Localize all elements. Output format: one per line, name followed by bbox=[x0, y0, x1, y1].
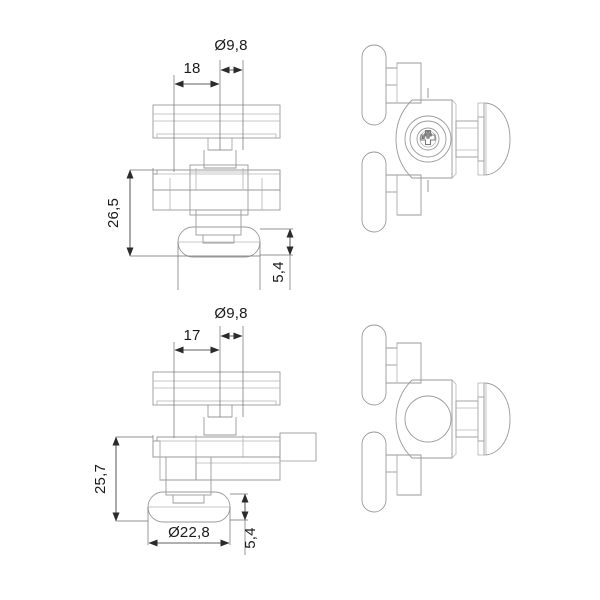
phillips-cross-icon bbox=[420, 129, 436, 146]
view-top-right-front bbox=[361, 44, 511, 233]
knob-head bbox=[477, 102, 511, 176]
dimension-diameter-9-8-bottom: Ø9,8 bbox=[214, 305, 247, 340]
screw-head bbox=[404, 115, 452, 163]
dimension-width-18: 18 bbox=[174, 60, 220, 88]
dimension-label-25-7: 25,7 bbox=[92, 464, 109, 494]
extension-lines-bottom bbox=[173, 326, 244, 438]
dimension-label-5-4-bottom: 5,4 bbox=[242, 527, 259, 548]
projection-lines-bottom-view bbox=[147, 507, 231, 545]
knob-head-2 bbox=[477, 382, 511, 456]
dimension-pad-diameter-22-8: Ø22,8 bbox=[148, 524, 230, 547]
bracket-arm-lower bbox=[386, 174, 422, 216]
dimension-label-18: 18 bbox=[183, 60, 200, 77]
dimension-diameter-9-8-top: Ø9,8 bbox=[214, 37, 247, 74]
dimension-label-d98-top: Ø9,8 bbox=[214, 37, 247, 54]
phillips-screw-icon bbox=[422, 131, 432, 139]
bracket-arm-lower-2 bbox=[386, 454, 422, 496]
extension-lines-top bbox=[173, 60, 244, 172]
dimension-label-26-5: 26,5 bbox=[105, 198, 122, 228]
stem-2 bbox=[165, 456, 212, 504]
bracket-arm-upper-2 bbox=[386, 342, 422, 384]
dimension-height-26-5: 26,5 bbox=[105, 169, 260, 257]
view-bottom-right-front bbox=[361, 324, 511, 513]
plain-boss-circle bbox=[404, 395, 452, 443]
view-top-left-section: Ø9,8 18 26,5 5,4 bbox=[105, 37, 294, 290]
dimension-width-17: 17 bbox=[174, 327, 220, 354]
dimension-label-d228: Ø22,8 bbox=[168, 524, 210, 541]
stem bbox=[195, 209, 242, 244]
dimension-label-17: 17 bbox=[183, 327, 200, 344]
projection-lines-top-view bbox=[177, 242, 261, 290]
bracket-arm-upper bbox=[386, 62, 422, 104]
dimension-thickness-5-4-bottom: 5,4 bbox=[230, 493, 259, 555]
dimension-thickness-5-4-top: 5,4 bbox=[260, 228, 294, 290]
left-shoulder bbox=[152, 440, 197, 481]
dimension-label-5-4-top: 5,4 bbox=[270, 261, 287, 282]
dimension-label-d98-bottom: Ø9,8 bbox=[214, 305, 247, 322]
view-bottom-left-section: Ø9,8 17 25,7 Ø22,8 5,4 bbox=[92, 305, 317, 555]
dimension-height-25-7: 25,7 bbox=[92, 436, 153, 522]
